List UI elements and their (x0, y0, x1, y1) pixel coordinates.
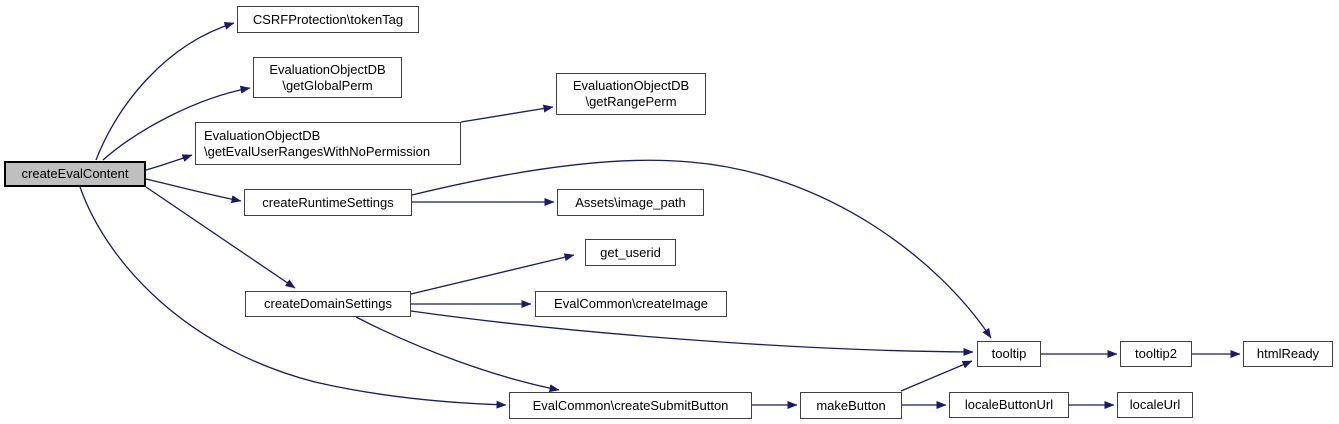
edges (79, 21, 1241, 409)
node-label: htmlReady (1256, 346, 1320, 361)
edge-createDomainSettings-to-tooltip (410, 310, 974, 356)
edge-makeButton-to-tooltip (900, 360, 973, 392)
node-label: tooltip (991, 346, 1027, 361)
node-label: makeButton (816, 397, 886, 413)
node-label: \getGlobalPerm (282, 77, 373, 93)
node-label: createDomainSettings (264, 296, 392, 311)
node-localeUrl[interactable]: localeUrl (1117, 392, 1193, 418)
edge-createRuntimeSettings-to-tooltip (411, 159, 992, 339)
node-label: EvaluationObjectDB (269, 61, 386, 77)
node-label: EvaluationObjectDB (204, 127, 321, 143)
edge-createEvalContent-to-createRuntimeSettings (145, 178, 242, 204)
node-label: localeButtonUrl (964, 397, 1054, 412)
node-label: EvalCommon\createSubmitButton (532, 397, 729, 413)
node-createEvalContent: createEvalContent (4, 161, 146, 187)
node-createImage[interactable]: EvalCommon\createImage (535, 291, 727, 317)
node-label: \getEvalUserRangesWithNoPermission (204, 143, 431, 159)
node-imagePath[interactable]: Assets\image_path (557, 189, 704, 216)
node-label: Assets\image_path (575, 194, 686, 210)
node-label: EvalCommon\createImage (554, 296, 708, 311)
edge-createEvalContent-to-getEvalUserRanges (145, 154, 193, 171)
node-tokenTag[interactable]: CSRFProtection\tokenTag (237, 6, 419, 33)
node-getRangePerm[interactable]: EvaluationObjectDB\getRangePerm (556, 73, 706, 115)
edge-createEvalContent-to-createSubmitButton (79, 186, 507, 409)
edge-createEvalContent-to-createDomainSettings (145, 186, 296, 289)
node-getEvalUserRanges[interactable]: EvaluationObjectDB\getEvalUserRangesWith… (195, 122, 461, 165)
node-label: localeUrl (1129, 397, 1181, 412)
node-getGlobalPerm[interactable]: EvaluationObjectDB\getGlobalPerm (253, 57, 402, 98)
edge-createEvalContent-to-getGlobalPerm (102, 85, 251, 161)
node-createDomainSettings[interactable]: createDomainSettings (245, 291, 411, 317)
edge-createDomainSettings-to-createSubmitButton (355, 316, 560, 393)
node-localeButtonUrl[interactable]: localeButtonUrl (949, 392, 1069, 418)
node-createRuntimeSettings[interactable]: createRuntimeSettings (244, 189, 412, 216)
edge-createDomainSettings-to-getUserid (410, 253, 575, 295)
node-label: tooltip2 (1135, 346, 1177, 361)
node-label: CSRFProtection\tokenTag (252, 11, 404, 27)
node-createSubmitButton[interactable]: EvalCommon\createSubmitButton (509, 392, 752, 419)
node-htmlReady[interactable]: htmlReady (1243, 341, 1333, 367)
node-tooltip2[interactable]: tooltip2 (1120, 341, 1192, 367)
node-label: \getRangePerm (585, 94, 677, 109)
node-makeButton[interactable]: makeButton (800, 392, 902, 419)
edge-createEvalContent-to-tokenTag (95, 21, 235, 161)
node-tooltip[interactable]: tooltip (977, 341, 1041, 367)
node-getUserid[interactable]: get_userid (585, 239, 676, 266)
node-label: get_userid (600, 244, 661, 260)
edge-getEvalUserRanges-to-getRangePerm (460, 104, 554, 123)
node-label: createEvalContent (21, 166, 129, 181)
node-label: EvaluationObjectDB (572, 78, 690, 93)
node-label: createRuntimeSettings (262, 194, 394, 210)
